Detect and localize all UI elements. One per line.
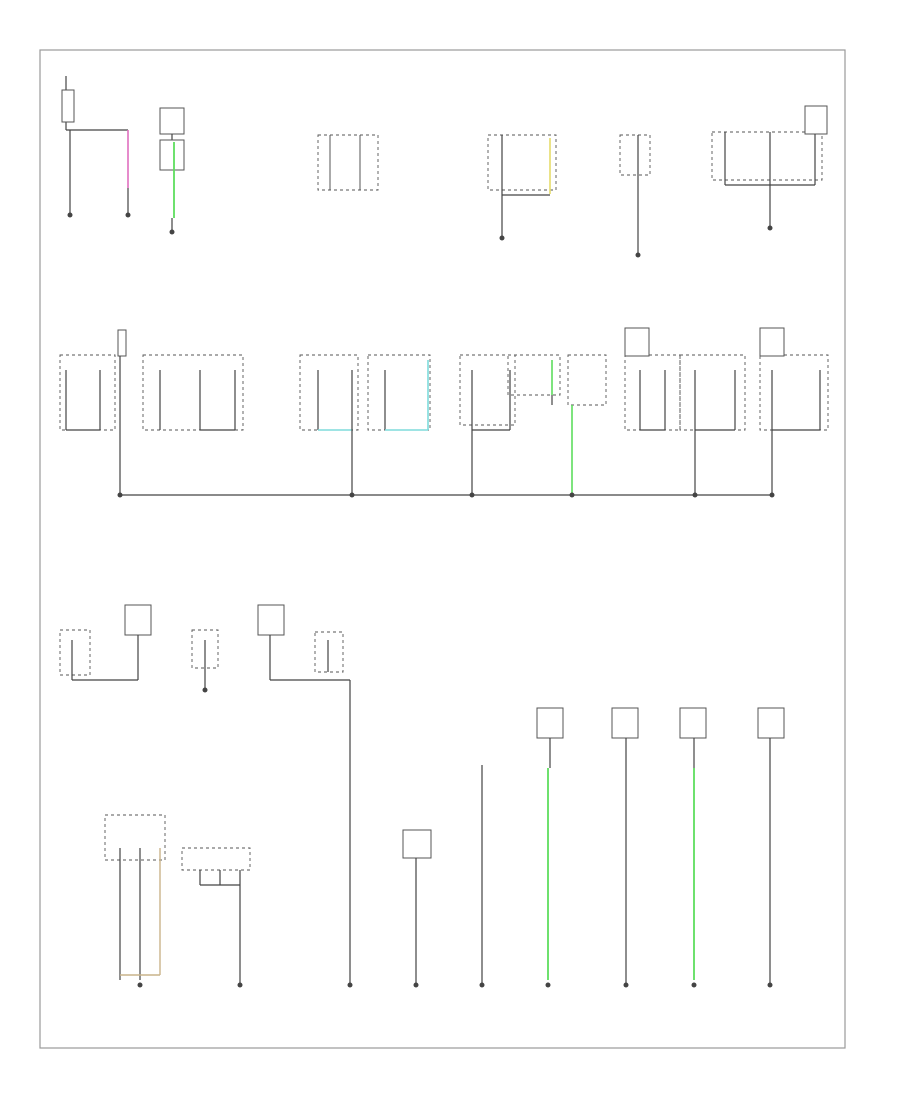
row2-components [59, 327, 829, 431]
row1-module-c [487, 134, 557, 241]
row4-right-grounds [402, 707, 785, 988]
row1-module-b [317, 134, 379, 191]
row2-wires [65, 356, 821, 498]
ground-point [769, 492, 775, 498]
ground-point [623, 982, 629, 988]
ground-point [691, 982, 697, 988]
row1-module-d [619, 134, 651, 258]
ground-point [137, 982, 143, 988]
ground-point [349, 492, 355, 498]
ground-point [635, 252, 641, 258]
ground-point [237, 982, 243, 988]
row4-module-left [104, 814, 251, 988]
row3-components [59, 604, 353, 988]
row1-module-a [159, 107, 185, 235]
ground-point [413, 982, 419, 988]
row1-module-e [711, 105, 828, 231]
row1-left-battery [61, 76, 131, 218]
ground-point [767, 225, 773, 231]
ground-point [569, 492, 575, 498]
ground-point [347, 982, 353, 988]
diagram-border [39, 49, 846, 1049]
ground-point [67, 212, 73, 218]
ground-point [545, 982, 551, 988]
ground-point [767, 982, 773, 988]
ground-point [692, 492, 698, 498]
ground-point [117, 492, 123, 498]
ground-point [469, 492, 475, 498]
ground-point [125, 212, 131, 218]
ground-point [202, 687, 208, 693]
ground-point [169, 229, 175, 235]
ground-point [499, 235, 505, 241]
ground-point [479, 982, 485, 988]
